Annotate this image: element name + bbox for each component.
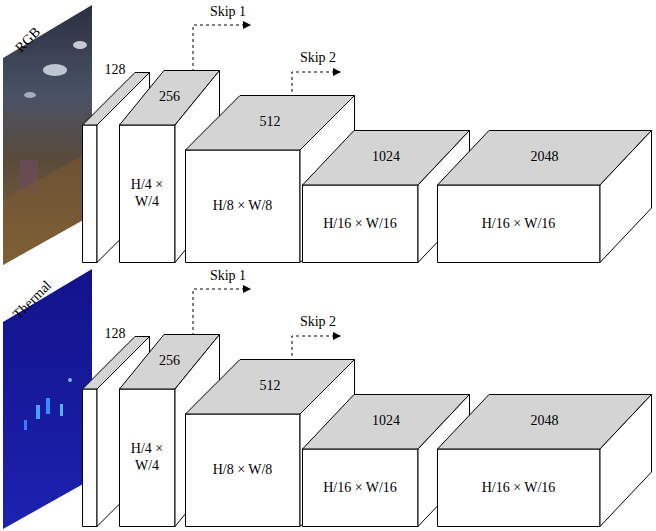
channel-count: 128 bbox=[105, 326, 126, 343]
skip-label: Skip 2 bbox=[300, 50, 336, 67]
resolution-label: H/8 × W/8 bbox=[188, 462, 297, 479]
cuboid-face bbox=[83, 125, 98, 263]
feature-block: 2048H/16 × W/16 bbox=[437, 394, 652, 527]
modality-label: RGB bbox=[12, 24, 44, 56]
cuboid-face bbox=[600, 395, 652, 527]
resolution-label: H/16 × W/16 bbox=[305, 480, 415, 497]
cuboid-face bbox=[600, 131, 652, 263]
resolution-label: H/8 × W/8 bbox=[188, 198, 297, 215]
channel-count: 1024 bbox=[372, 413, 400, 430]
resolution-label: H/16 × W/16 bbox=[440, 480, 597, 497]
channel-count: 2048 bbox=[531, 413, 559, 430]
cuboid-face bbox=[186, 150, 301, 263]
feature-block: 2048H/16 × W/16 bbox=[437, 130, 652, 263]
cuboid-face bbox=[120, 125, 176, 263]
skip-label: Skip 1 bbox=[210, 268, 246, 285]
channel-count: 512 bbox=[260, 378, 281, 395]
channel-count: 2048 bbox=[531, 149, 559, 166]
resolution-label: H/4 × W/4 bbox=[122, 441, 172, 475]
cuboid-face bbox=[186, 414, 301, 527]
cuboid-face bbox=[303, 449, 419, 527]
cuboid-face bbox=[438, 185, 601, 263]
resolution-label: H/4 × W/4 bbox=[122, 177, 172, 211]
skip-label: Skip 1 bbox=[210, 4, 246, 21]
rgb-image bbox=[3, 5, 92, 265]
cuboid-face bbox=[303, 185, 419, 263]
channel-count: 512 bbox=[260, 114, 281, 131]
channel-count: 256 bbox=[159, 89, 180, 106]
cuboid-face bbox=[83, 389, 98, 527]
thermal-image bbox=[3, 269, 92, 529]
channel-count: 128 bbox=[105, 62, 126, 79]
cuboid-face bbox=[120, 389, 176, 527]
channel-count: 256 bbox=[159, 353, 180, 370]
resolution-label: H/16 × W/16 bbox=[305, 216, 415, 233]
cuboid-face bbox=[438, 449, 601, 527]
channel-count: 1024 bbox=[372, 149, 400, 166]
resolution-label: H/16 × W/16 bbox=[440, 216, 597, 233]
modality-label: Thermal bbox=[10, 277, 55, 322]
skip-label: Skip 2 bbox=[300, 314, 336, 331]
